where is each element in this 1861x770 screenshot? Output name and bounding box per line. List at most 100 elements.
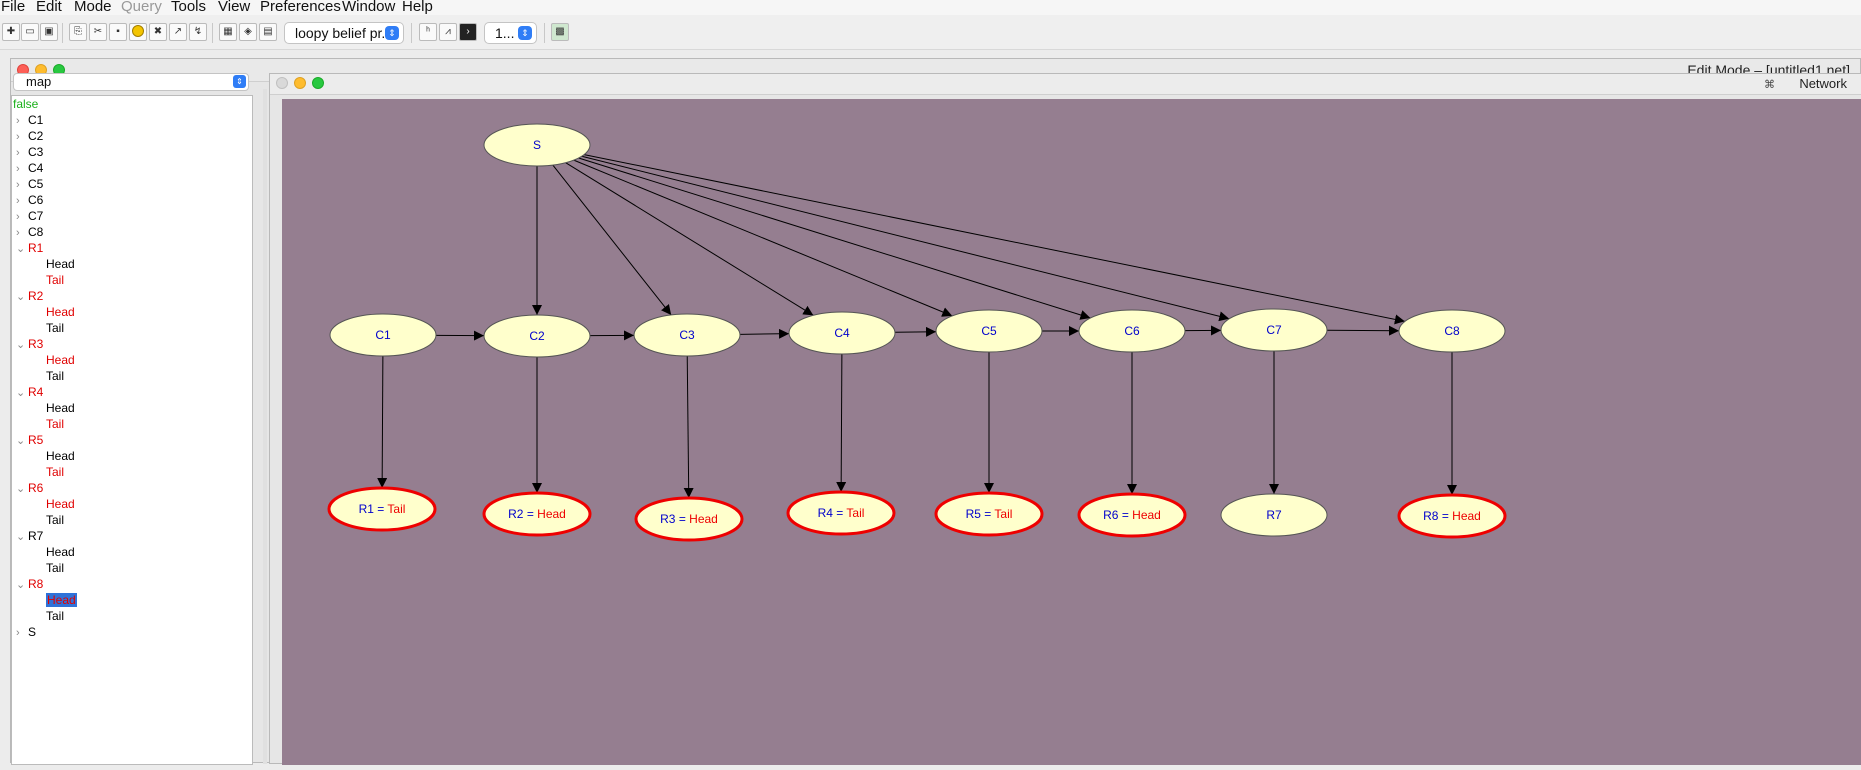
zoom-network-button[interactable] [312, 77, 324, 89]
tree-node-c2[interactable]: ›C2 [16, 128, 43, 144]
chevron-right-icon[interactable]: › [16, 193, 28, 209]
chevron-down-icon[interactable]: ⌄ [16, 433, 28, 449]
minimize-network-button[interactable] [294, 77, 306, 89]
open-icon[interactable]: ▭ [21, 23, 39, 41]
chevron-right-icon[interactable]: › [16, 145, 28, 161]
tree-node-r8[interactable]: ⌄R8 [16, 576, 43, 592]
hugin-icon[interactable]: ʰ [419, 23, 437, 41]
node-r4[interactable]: R4 = Tail [788, 492, 894, 534]
chevron-down-icon[interactable]: ⌄ [16, 385, 28, 401]
tree-node-c3[interactable]: ›C3 [16, 144, 43, 160]
menu-file[interactable]: File [1, 0, 25, 15]
delete-edge-icon[interactable]: ↯ [189, 23, 207, 41]
edge-c3-r3[interactable] [687, 356, 689, 498]
compile-icon[interactable]: ▩ [551, 23, 569, 41]
edge-c4-c5[interactable] [895, 332, 936, 333]
menu-mode[interactable]: Mode [74, 0, 112, 15]
chevron-right-icon[interactable]: › [16, 625, 28, 641]
menu-query[interactable]: Query [121, 0, 162, 15]
tree-state-r7-tail[interactable]: Tail [46, 560, 64, 576]
node-r3[interactable]: R3 = Head [636, 498, 742, 540]
chevron-down-icon[interactable]: ⌄ [16, 289, 28, 305]
edge-s-c3[interactable] [553, 165, 671, 315]
node-r6[interactable]: R6 = Head [1079, 494, 1185, 536]
chevron-right-icon[interactable]: › [16, 177, 28, 193]
chevron-down-icon[interactable]: ⌄ [16, 337, 28, 353]
edge-s-c8[interactable] [584, 155, 1405, 322]
tree-node-c7[interactable]: ›C7 [16, 208, 43, 224]
tree-state-r5-head[interactable]: Head [46, 448, 75, 464]
add-edge-icon[interactable]: ↗ [169, 23, 187, 41]
node-c3[interactable]: C3 [634, 314, 740, 356]
menu-preferences[interactable]: Preferences [260, 0, 341, 15]
edge-s-c6[interactable] [579, 158, 1091, 318]
tree-node-r3[interactable]: ⌄R3 [16, 336, 43, 352]
tree-node-r4[interactable]: ⌄R4 [16, 384, 43, 400]
node-c4[interactable]: C4 [789, 312, 895, 354]
node-r5[interactable]: R5 = Tail [936, 493, 1042, 535]
edge-c3-c4[interactable] [740, 334, 789, 335]
edge-s-c4[interactable] [566, 163, 814, 316]
depth-select[interactable]: 1... ⇕ [484, 22, 537, 44]
node-r2[interactable]: R2 = Head [484, 493, 590, 535]
chevron-right-icon[interactable]: › [16, 113, 28, 129]
tree-node-c4[interactable]: ›C4 [16, 160, 43, 176]
chevron-down-icon[interactable]: ⌄ [16, 481, 28, 497]
terminal-icon[interactable]: › [459, 23, 477, 41]
tree-state-r8-head[interactable]: Head [46, 592, 77, 608]
tree-node-c8[interactable]: ›C8 [16, 224, 43, 240]
chart-icon[interactable]: ⩘ [439, 23, 457, 41]
delete-node-icon[interactable]: ✖ [149, 23, 167, 41]
tree-state-r5-tail[interactable]: Tail [46, 464, 64, 480]
node-c7[interactable]: C7 [1221, 309, 1327, 351]
menu-window[interactable]: Window [342, 0, 395, 15]
split-pane-divider[interactable] [263, 89, 267, 764]
tree-state-r7-head[interactable]: Head [46, 544, 75, 560]
node-r8[interactable]: R8 = Head [1399, 495, 1505, 537]
tree-state-r4-head[interactable]: Head [46, 400, 75, 416]
tree-node-r1[interactable]: ⌄R1 [16, 240, 43, 256]
menu-edit[interactable]: Edit [36, 0, 62, 15]
node-r7[interactable]: R7 [1221, 494, 1327, 536]
save-icon[interactable]: ▣ [40, 23, 58, 41]
tree-root[interactable]: false [13, 96, 38, 112]
tree-state-r4-tail[interactable]: Tail [46, 416, 64, 432]
chevron-down-icon[interactable]: ⌄ [16, 529, 28, 545]
chevron-right-icon[interactable]: › [16, 161, 28, 177]
print-icon[interactable]: ▤ [259, 23, 277, 41]
chevron-right-icon[interactable]: › [16, 129, 28, 145]
cpt-icon[interactable]: ▦ [219, 23, 237, 41]
node-c8[interactable]: C8 [1399, 310, 1505, 352]
chevron-right-icon[interactable]: › [16, 209, 28, 225]
tree-state-r2-tail[interactable]: Tail [46, 320, 64, 336]
close-network-button[interactable] [276, 77, 288, 89]
chevron-down-icon[interactable]: ⌄ [16, 577, 28, 593]
node-s[interactable]: S [484, 124, 590, 166]
tree-state-r1-head[interactable]: Head [46, 256, 75, 272]
paste-icon[interactable]: ▪ [109, 23, 127, 41]
tree-node-r2[interactable]: ⌄R2 [16, 288, 43, 304]
tree-state-r1-tail[interactable]: Tail [46, 272, 64, 288]
node-c1[interactable]: C1 [330, 314, 436, 356]
tree-state-r6-head[interactable]: Head [46, 496, 75, 512]
tree-node-r5[interactable]: ⌄R5 [16, 432, 43, 448]
edge-c4-r4[interactable] [841, 354, 842, 492]
tree-state-r6-tail[interactable]: Tail [46, 512, 64, 528]
edge-s-c7[interactable] [582, 156, 1229, 319]
menu-view[interactable]: View [218, 0, 250, 15]
algorithm-select[interactable]: loopy belief pr... ⇕ [284, 22, 404, 44]
query-type-select[interactable]: map ⇕ [13, 73, 249, 91]
tree-node-c1[interactable]: ›C1 [16, 112, 43, 128]
edge-s-c5[interactable] [574, 160, 952, 316]
tree-state-r2-head[interactable]: Head [46, 304, 75, 320]
copy-icon[interactable]: ⎘ [69, 23, 87, 41]
chevron-right-icon[interactable]: › [16, 225, 28, 241]
menu-help[interactable]: Help [402, 0, 433, 15]
tree-state-r3-head[interactable]: Head [46, 352, 75, 368]
edge-c1-r1[interactable] [382, 356, 383, 488]
add-node-icon[interactable] [129, 23, 147, 41]
layout-icon[interactable]: ◈ [239, 23, 257, 41]
new-network-icon[interactable]: ✚ [2, 23, 20, 41]
